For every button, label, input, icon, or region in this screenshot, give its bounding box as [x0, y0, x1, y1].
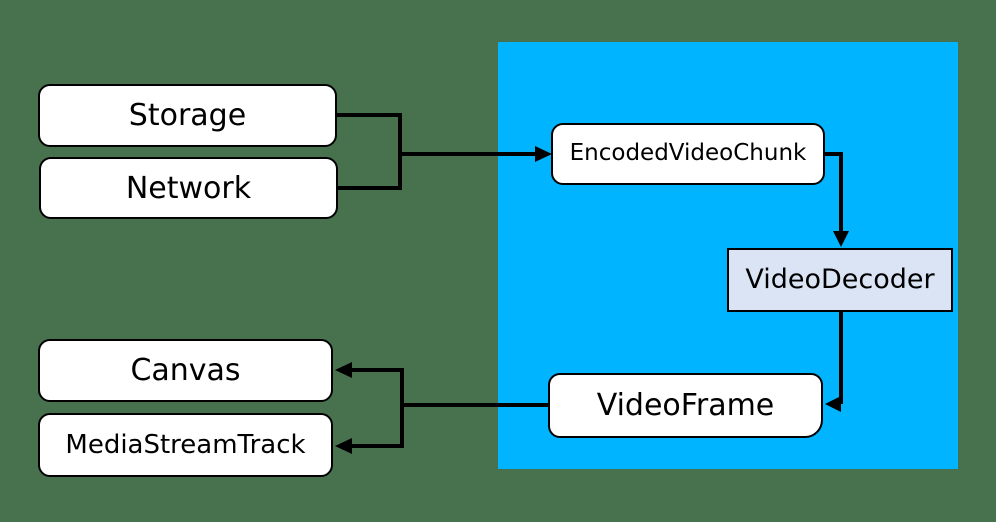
node-canvas-label: Canvas — [130, 353, 241, 388]
node-storage: Storage — [38, 84, 337, 147]
node-video-frame-label: VideoFrame — [596, 388, 775, 423]
node-video-decoder-label: VideoDecoder — [745, 264, 935, 296]
node-encoded-video-chunk-label: EncodedVideoChunk — [569, 140, 807, 167]
node-video-frame: VideoFrame — [548, 373, 823, 438]
node-encoded-video-chunk: EncodedVideoChunk — [551, 123, 825, 185]
node-media-stream-track-label: MediaStreamTrack — [65, 429, 306, 460]
node-network: Network — [39, 157, 338, 219]
node-network-label: Network — [125, 170, 252, 206]
node-storage-label: Storage — [128, 98, 247, 133]
arrowhead-left-icon — [335, 362, 352, 378]
node-video-decoder: VideoDecoder — [727, 248, 953, 312]
node-canvas: Canvas — [38, 339, 333, 402]
node-media-stream-track: MediaStreamTrack — [38, 413, 333, 477]
arrowhead-left-icon — [335, 438, 352, 454]
